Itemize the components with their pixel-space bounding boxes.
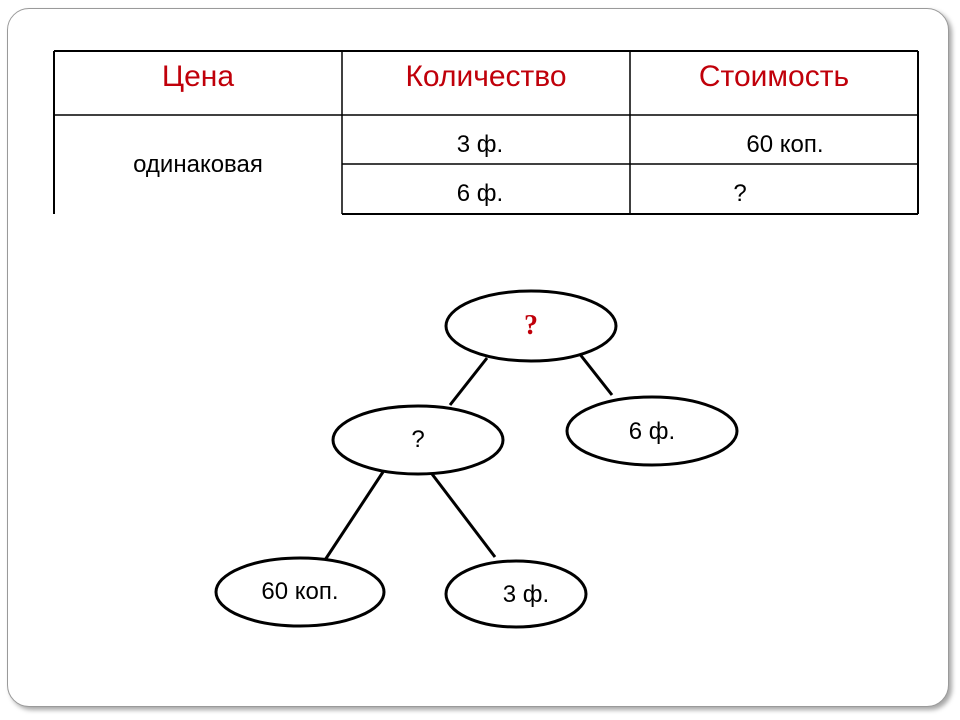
node-root [444,289,618,363]
row2-quantity: 6 ф. [456,180,504,207]
problem-table: Цена Количество Стоимость одинаковая 3 ф… [0,0,960,230]
edge-mid-bottomright [430,473,497,558]
node-bottom-right [444,559,588,629]
node-bottom-left [214,556,386,628]
header-cost: Стоимость [698,60,850,93]
header-price: Цена [161,60,235,93]
edge-root-mid [448,357,489,406]
price-cell: одинаковая [133,151,263,178]
table-grid [53,50,919,215]
node-right-label: 6 ф. [628,418,676,445]
row2-cost: ? [733,180,747,207]
row1-cost: 60 коп. [746,131,824,158]
node-bottom-right-label: 3 ф. [502,581,550,608]
node-bottom-left-label: 60 коп. [261,578,339,605]
edge-mid-bottomleft [323,471,385,561]
header-quantity: Количество [405,60,567,93]
node-mid [331,404,505,476]
node-right [565,395,739,467]
node-root-label: ? [524,310,538,341]
row1-quantity: 3 ф. [456,131,504,158]
node-mid-label: ? [411,426,425,453]
